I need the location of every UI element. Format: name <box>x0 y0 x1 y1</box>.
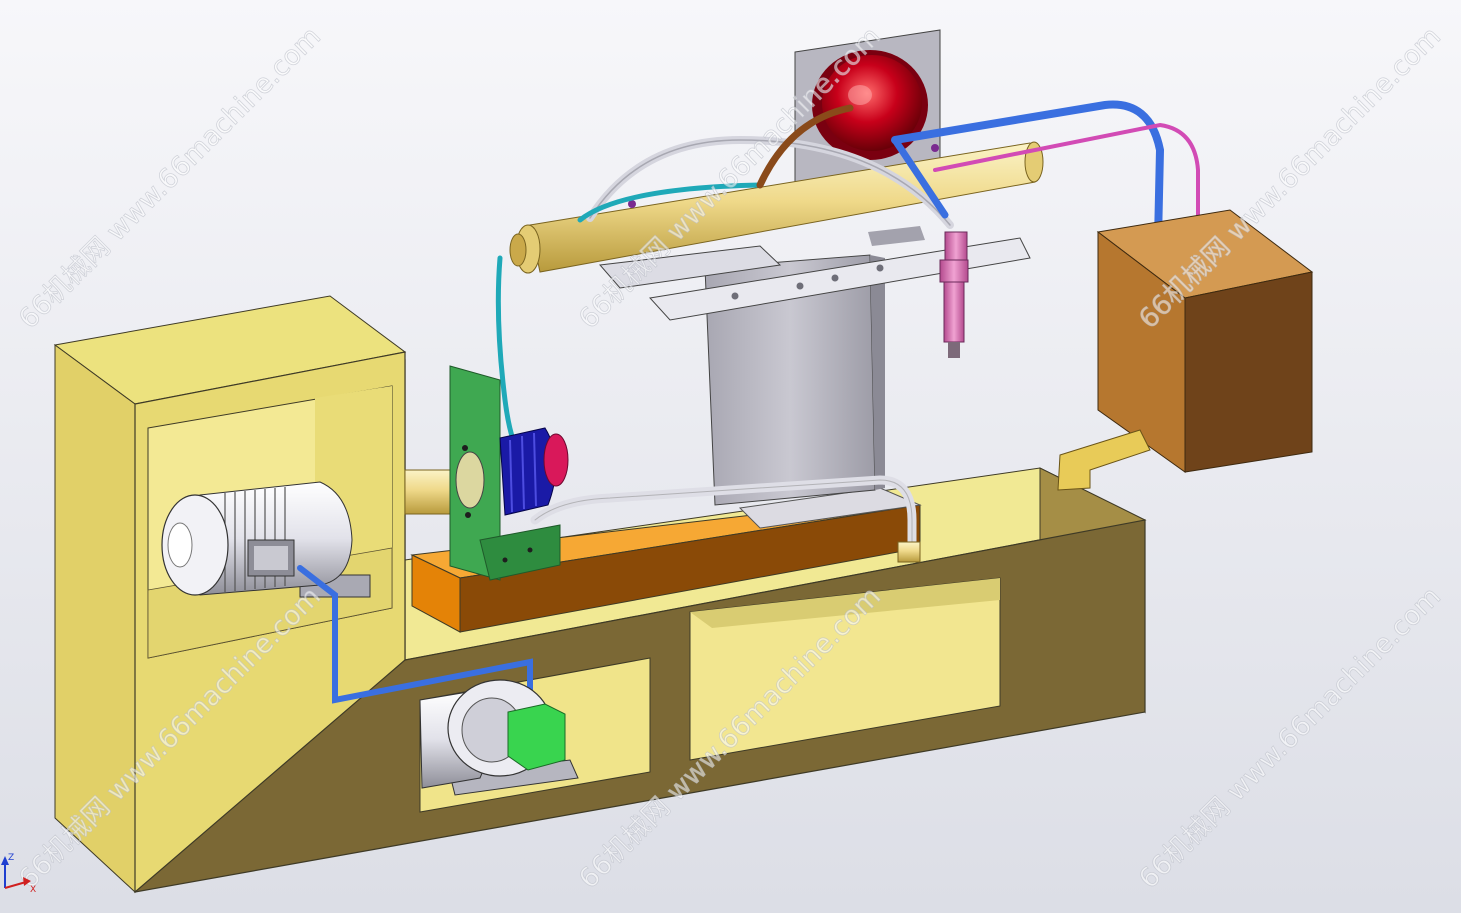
z-axis-label: Z <box>8 853 14 863</box>
mounting-plate <box>599 226 1031 321</box>
spindle-bracket <box>404 365 569 581</box>
hoses <box>297 100 1200 718</box>
torch-nozzle <box>939 231 969 358</box>
coordinate-triad: Z X <box>1 853 36 895</box>
control-box <box>1096 209 1314 473</box>
steel-column <box>704 254 885 506</box>
hose-fitting <box>897 541 921 563</box>
pump-motor <box>419 679 579 796</box>
x-axis-label: X <box>30 885 36 895</box>
lever-handle <box>1057 429 1151 491</box>
main-motor <box>161 481 371 598</box>
brass-cylinder <box>509 141 1044 274</box>
